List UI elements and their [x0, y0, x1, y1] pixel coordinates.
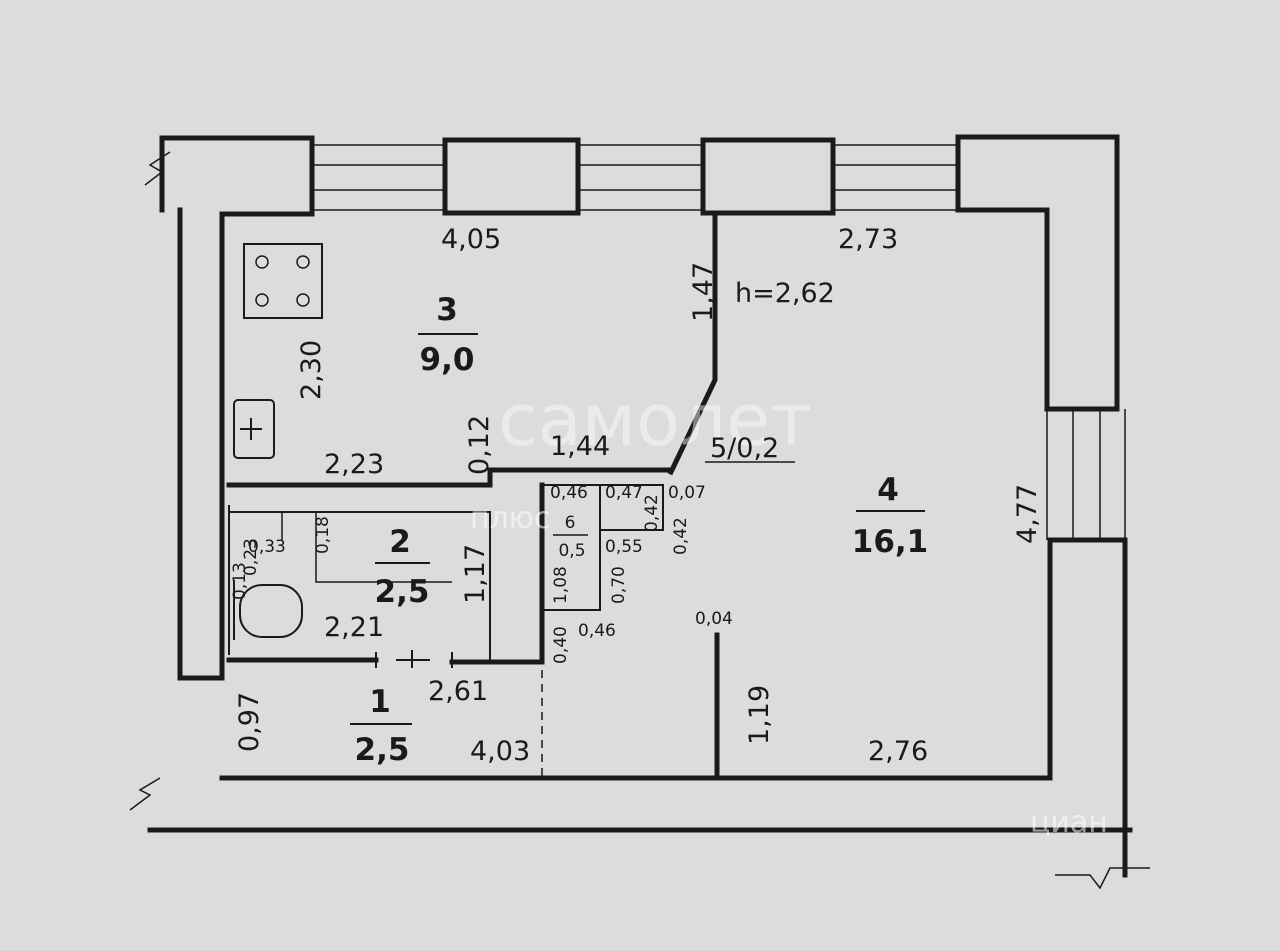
stove-icon: [243, 243, 323, 319]
svg-text:1,47: 1,47: [688, 262, 719, 322]
svg-text:0,42: 0,42: [671, 517, 691, 555]
svg-text:0,18: 0,18: [313, 516, 333, 554]
svg-text:4,03: 4,03: [470, 736, 530, 767]
toilet-icon: [233, 580, 303, 640]
svg-text:0,13: 0,13: [230, 562, 250, 600]
svg-text:4,05: 4,05: [441, 224, 501, 255]
dimension-labels: 4,05 2,73 1,44 2,23 0,46 0,47 0,07 0,55 …: [230, 224, 1043, 767]
svg-text:самолет: самолет: [498, 378, 812, 462]
room-1-label: 1 2,5: [350, 684, 412, 768]
bathtub-outline: [281, 512, 452, 583]
watermark: самолет плюс циан: [470, 378, 1108, 840]
svg-text:1,44: 1,44: [550, 431, 610, 462]
closet-ref: 5/0,2: [710, 433, 779, 464]
svg-text:2: 2: [389, 524, 411, 560]
svg-text:6: 6: [565, 513, 576, 533]
svg-text:0,40: 0,40: [551, 626, 571, 664]
svg-text:0,42: 0,42: [642, 494, 662, 532]
svg-text:2,30: 2,30: [296, 340, 327, 400]
door-marks: [375, 650, 453, 668]
room-2-label: 2 2,5: [375, 524, 430, 610]
svg-text:0,12: 0,12: [464, 415, 495, 475]
svg-text:0,5: 0,5: [558, 541, 585, 561]
svg-text:0,97: 0,97: [234, 692, 265, 752]
walls: [129, 134, 1150, 890]
svg-text:2,21: 2,21: [324, 612, 384, 643]
svg-text:1,19: 1,19: [744, 685, 775, 745]
svg-text:0,55: 0,55: [605, 537, 643, 557]
svg-text:1: 1: [369, 684, 391, 720]
room-3-label: 3 9,0: [418, 292, 478, 378]
svg-text:0,33: 0,33: [248, 537, 286, 557]
svg-text:циан: циан: [1030, 805, 1108, 840]
svg-text:2,61: 2,61: [428, 676, 488, 707]
svg-text:4: 4: [877, 472, 899, 508]
svg-text:2,23: 2,23: [324, 449, 384, 480]
svg-text:2,5: 2,5: [375, 574, 430, 610]
svg-text:0,47: 0,47: [605, 483, 643, 503]
sink-icon: [233, 399, 275, 459]
svg-text:2,73: 2,73: [838, 224, 898, 255]
svg-text:0,23: 0,23: [241, 538, 261, 576]
svg-text:2,76: 2,76: [868, 736, 928, 767]
svg-text:0,07: 0,07: [668, 483, 706, 503]
room-4-label: 4 16,1: [852, 472, 929, 560]
svg-text:4,77: 4,77: [1012, 484, 1043, 544]
ceiling-height: h=2,62: [735, 278, 835, 309]
svg-text:16,1: 16,1: [852, 524, 929, 560]
svg-text:1,08: 1,08: [551, 566, 571, 604]
room-6-label: 6 0,5: [553, 513, 588, 561]
svg-text:9,0: 9,0: [420, 342, 475, 378]
svg-text:0,46: 0,46: [550, 483, 588, 503]
svg-text:0,04: 0,04: [695, 609, 733, 629]
svg-text:1,17: 1,17: [460, 544, 491, 604]
svg-text:2,5: 2,5: [355, 732, 410, 768]
svg-text:3: 3: [436, 292, 458, 328]
svg-text:плюс: плюс: [470, 501, 551, 536]
svg-text:0,70: 0,70: [609, 566, 629, 604]
svg-text:0,46: 0,46: [578, 621, 616, 641]
